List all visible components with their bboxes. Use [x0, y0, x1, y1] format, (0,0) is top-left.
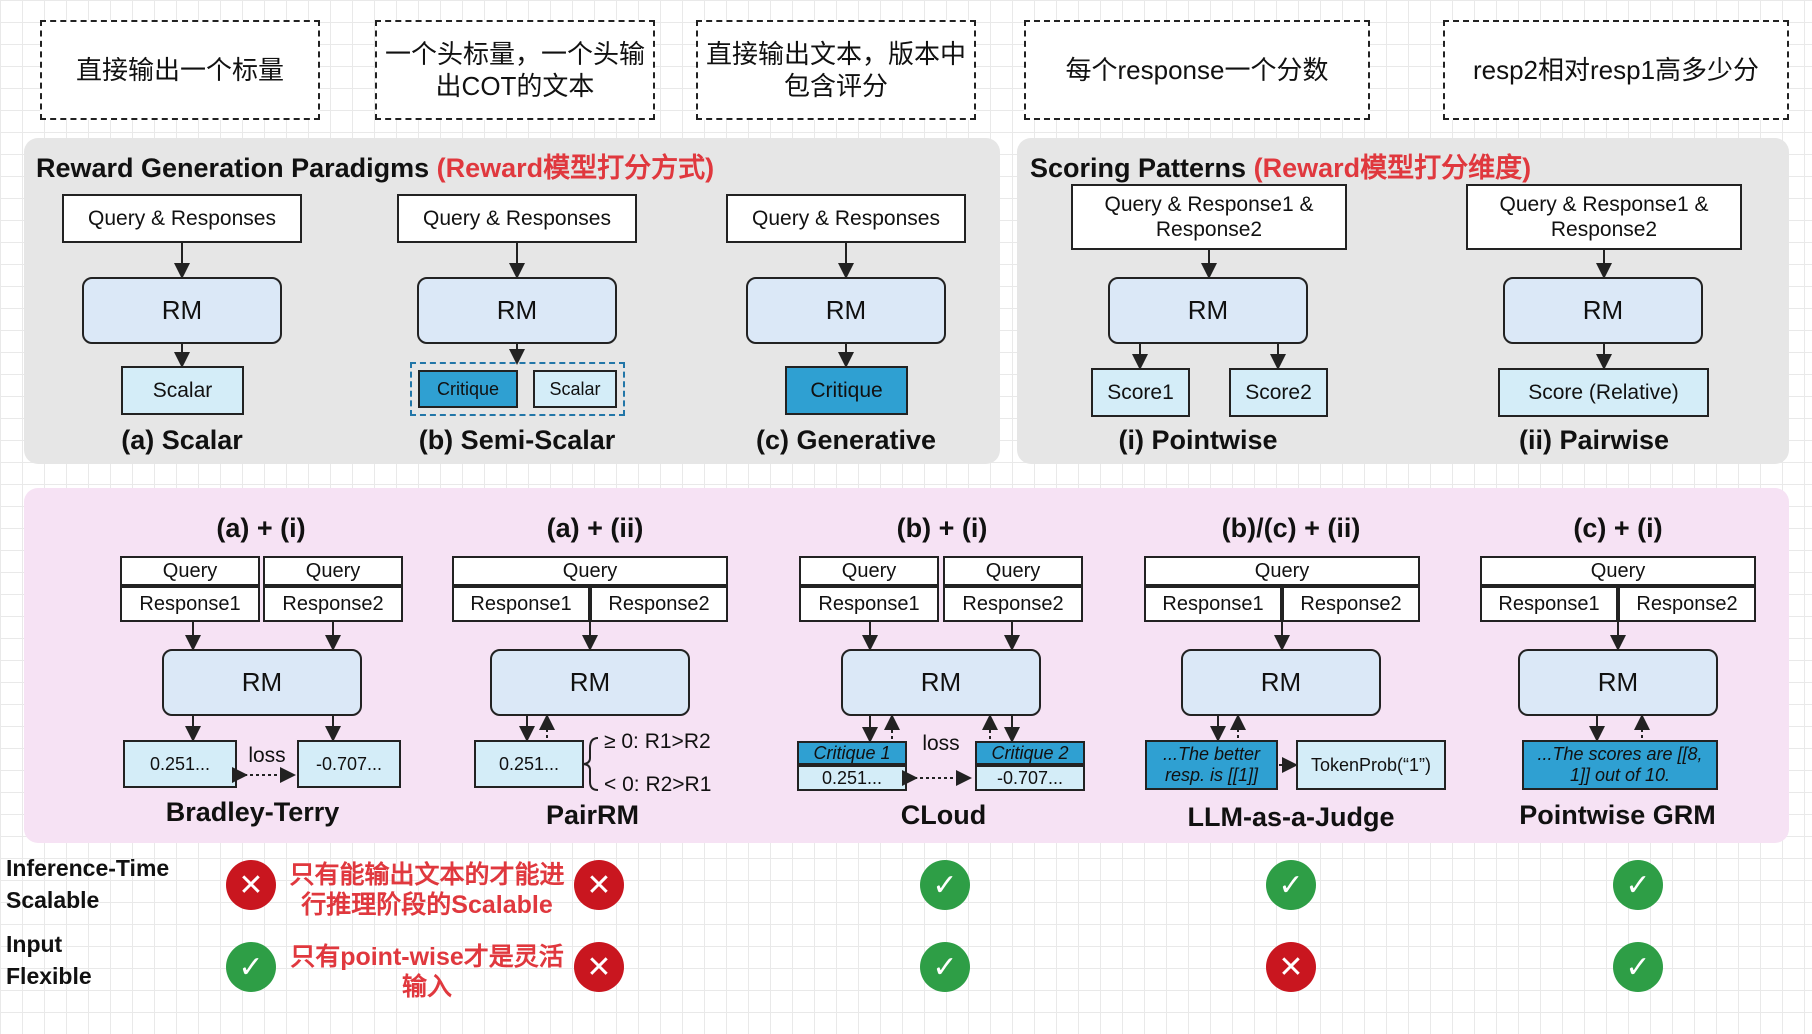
judge-response1: Response1 [1144, 586, 1282, 622]
bt-response2: Response2 [263, 586, 403, 622]
judge-query: Query [1144, 556, 1420, 586]
name-bradley-terry: Bradley-Terry [165, 797, 340, 827]
cloud-value1: 0.251... [797, 765, 907, 791]
bt-loss-label: loss [248, 744, 286, 767]
cloud-query2: Query [943, 556, 1083, 586]
header-c-i: (c) + (i) [1573, 513, 1663, 543]
check-icon: ✓ [1266, 860, 1316, 910]
pairrm-response2: Response2 [590, 586, 728, 622]
header-a-i: (a) + (i) [216, 513, 306, 543]
label-scalar: (a) Scalar [121, 425, 243, 455]
score2-box: Score2 [1229, 368, 1328, 417]
reward-generation-title: Reward Generation Paradigms (Reward模型打分方… [36, 153, 715, 183]
cross-icon: ✕ [574, 860, 624, 910]
bt-value1: 0.251... [123, 740, 237, 788]
bt-rm-box: RM [162, 649, 362, 716]
header-bc-ii: (b)/(c) + (ii) [1221, 513, 1361, 543]
semi-scalar-scalar-box: Scalar [533, 370, 617, 408]
pairrm-rule-positive: ≥ 0: R1>R2 [604, 730, 711, 753]
grm-query: Query [1480, 556, 1756, 586]
row-inference-time-scalable: Inference-Time Scalable [6, 855, 170, 914]
name-pointwise-grm: Pointwise GRM [1519, 800, 1716, 830]
grm-response1: Response1 [1480, 586, 1618, 622]
cloud-response1: Response1 [799, 586, 939, 622]
name-llm-as-a-judge: LLM-as-a-Judge [1187, 802, 1395, 832]
grm-critique-box: ...The scores are [[8, 1]] out of 10. [1522, 740, 1718, 790]
semi-scalar-rm-box: RM [417, 277, 617, 344]
label-pointwise: (i) Pointwise [1118, 425, 1278, 455]
pairrm-value: 0.251... [474, 740, 584, 788]
semi-scalar-critique-box: Critique [418, 370, 518, 408]
name-cloud: CLoud [900, 800, 987, 830]
label-generative: (c) Generative [755, 425, 937, 455]
check-icon: ✓ [226, 942, 276, 992]
name-pairrm: PairRM [545, 800, 640, 830]
label-pairwise: (ii) Pairwise [1518, 425, 1670, 455]
check-icon: ✓ [1613, 942, 1663, 992]
note-semi-scalar: 一个头标量，一个头输出COT的文本 [375, 20, 655, 120]
bt-query1: Query [120, 556, 260, 586]
note-scalar: 直接输出一个标量 [40, 20, 320, 120]
row-input-flexible: Input Flexible [6, 931, 92, 990]
cross-icon: ✕ [226, 860, 276, 910]
bt-query2: Query [263, 556, 403, 586]
grm-response2: Response2 [1618, 586, 1756, 622]
annotation-input-flexible: 只有point-wise才是灵活输入 [290, 943, 564, 1001]
cloud-value2: -0.707... [975, 765, 1085, 791]
label-semi-scalar: (b) Semi-Scalar [418, 425, 616, 455]
check-icon: ✓ [920, 860, 970, 910]
generative-critique-box: Critique [785, 366, 908, 415]
cross-icon: ✕ [574, 942, 624, 992]
cross-icon: ✕ [1266, 942, 1316, 992]
note-pointwise: 每个response一个分数 [1024, 20, 1370, 120]
check-icon: ✓ [1613, 860, 1663, 910]
scalar-input-box: Query & Responses [62, 194, 302, 243]
cloud-critique1: Critique 1 [797, 741, 907, 765]
header-b-i: (b) + (i) [896, 513, 988, 543]
judge-rm-box: RM [1181, 649, 1381, 716]
pairrm-rule-negative: < 0: R2>R1 [604, 773, 712, 796]
semi-scalar-input-box: Query & Responses [397, 194, 637, 243]
scalar-rm-box: RM [82, 277, 282, 344]
note-pairwise: resp2相对resp1高多少分 [1443, 20, 1789, 120]
cloud-loss-label: loss [922, 732, 960, 755]
judge-response2: Response2 [1282, 586, 1420, 622]
bt-value2: -0.707... [297, 740, 401, 788]
pairwise-rm-box: RM [1503, 277, 1703, 344]
pairrm-response1: Response1 [452, 586, 590, 622]
cloud-response2: Response2 [943, 586, 1083, 622]
scoring-patterns-title: Scoring Patterns (Reward模型打分维度) [1030, 153, 1532, 183]
cloud-query1: Query [799, 556, 939, 586]
generative-rm-box: RM [746, 277, 946, 344]
note-generative: 直接输出文本，版本中包含评分 [696, 20, 976, 120]
cloud-rm-box: RM [841, 649, 1041, 716]
generative-input-box: Query & Responses [726, 194, 966, 243]
bt-response1: Response1 [120, 586, 260, 622]
pairwise-input-box: Query & Response1 & Response2 [1466, 184, 1742, 250]
cloud-critique2: Critique 2 [975, 741, 1085, 765]
header-a-ii: (a) + (ii) [546, 513, 644, 543]
judge-critique-box: ...The better resp. is [[1]] [1145, 740, 1278, 790]
pairrm-query: Query [452, 556, 728, 586]
annotation-inference-scalable: 只有能输出文本的才能进行推理阶段的Scalable [289, 861, 565, 919]
check-icon: ✓ [920, 942, 970, 992]
pointwise-input-box: Query & Response1 & Response2 [1071, 184, 1347, 250]
grm-rm-box: RM [1518, 649, 1718, 716]
